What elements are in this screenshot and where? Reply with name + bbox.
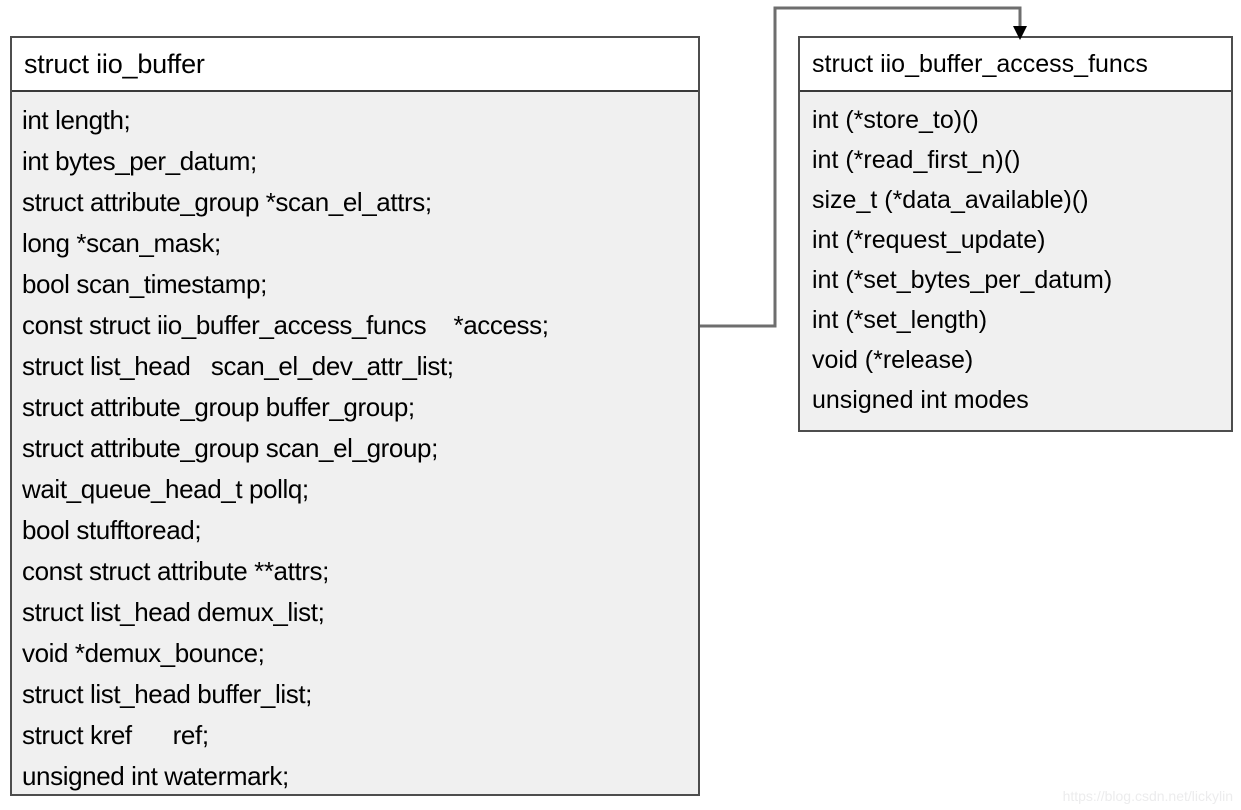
field-row: int (*set_bytes_per_datum)	[812, 266, 1113, 294]
field-row: bool scan_timestamp;	[22, 269, 267, 299]
field-row: int length;	[22, 105, 131, 135]
field-row: size_t (*data_available)()	[812, 186, 1089, 214]
field-row-access: const struct iio_buffer_access_funcs *ac…	[22, 310, 549, 340]
field-row: struct kref ref;	[22, 720, 209, 750]
field-row: struct attribute_group scan_el_group;	[22, 433, 438, 463]
field-row: unsigned int watermark;	[22, 761, 289, 791]
class-title-iio-buffer: struct iio_buffer	[12, 38, 698, 92]
field-row: int bytes_per_datum;	[22, 146, 257, 176]
field-row: int (*store_to)()	[812, 106, 979, 134]
field-row: wait_queue_head_t pollq;	[22, 474, 309, 504]
field-row: int (*request_update)	[812, 226, 1046, 254]
class-title-iio-buffer-access-funcs: struct iio_buffer_access_funcs	[800, 38, 1231, 92]
field-row: struct list_head buffer_list;	[22, 679, 312, 709]
field-row: int (*read_first_n)()	[812, 146, 1021, 174]
field-row: struct list_head demux_list;	[22, 597, 325, 627]
watermark-text: https://blog.csdn.net/lickylin	[1062, 788, 1233, 804]
field-row: struct attribute_group buffer_group;	[22, 392, 415, 422]
field-row: struct attribute_group *scan_el_attrs;	[22, 187, 432, 217]
field-row: const struct attribute **attrs;	[22, 556, 329, 586]
class-fields-iio-buffer: int length; int bytes_per_datum; struct …	[12, 92, 698, 794]
class-box-iio-buffer[interactable]: struct iio_buffer int length; int bytes_…	[10, 36, 700, 796]
class-fields-iio-buffer-access-funcs: int (*store_to)() int (*read_first_n)() …	[800, 92, 1231, 430]
field-row: int (*set_length)	[812, 306, 988, 334]
field-row: void *demux_bounce;	[22, 638, 265, 668]
field-row: unsigned int modes	[812, 386, 1029, 414]
field-row: struct list_head scan_el_dev_attr_list;	[22, 351, 454, 381]
field-row: long *scan_mask;	[22, 228, 221, 258]
field-row: bool stufftoread;	[22, 515, 202, 545]
class-box-iio-buffer-access-funcs[interactable]: struct iio_buffer_access_funcs int (*sto…	[798, 36, 1233, 432]
field-row: void (*release)	[812, 346, 974, 374]
